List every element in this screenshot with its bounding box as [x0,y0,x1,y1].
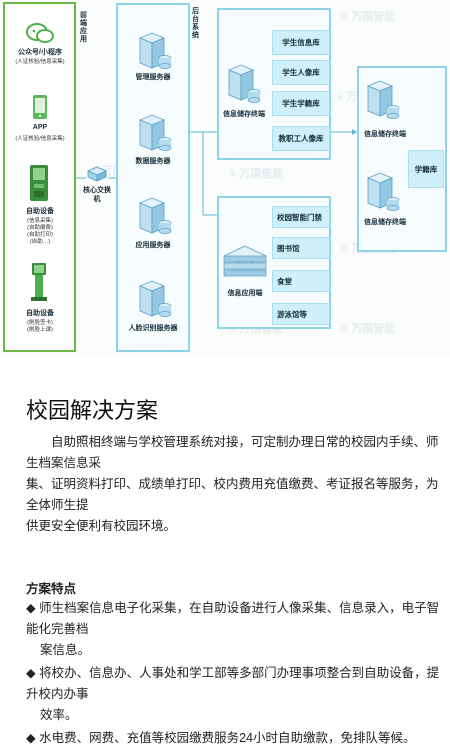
left-item-name: 自助设备 [26,208,54,215]
server-icon [138,197,172,234]
left-item-name: APP [32,124,48,131]
feature-line: 效率。 [40,708,78,722]
storage-server-icon [366,172,400,211]
server-label: 人脸识别服务器 [128,325,178,332]
left-item-sub: (刷脸签卡) [27,320,53,326]
left-item-sub: (信息采集) [27,218,53,224]
storage-server-icon [227,64,261,103]
storage-server-icon [366,80,400,119]
switch-icon [87,166,107,182]
wechat-icon [26,23,54,43]
left-item-sub: (自助打印) [27,232,53,238]
server-icon [138,32,172,69]
feature-line: ◆ 师生档案信息电子化采集，在自助设备进行人像采集、信息录入，电子智 [26,601,440,615]
features-header: 方案特点 [26,582,77,596]
paragraph-line: 集、证明资料打印、成绩单打印、校内费用充值缴费、考证报名等服务，为 [26,477,439,491]
phone-icon [33,95,47,119]
watermark: 万国智能 [340,320,395,336]
feature-line: 升校内办事 [26,687,89,701]
kiosk-icon [30,165,48,201]
server-label: 管理服务器 [135,74,171,81]
application-cell: 校园智能门禁 [272,206,330,228]
left-item-sub: (自助…) [29,239,51,245]
database-cell: 教职工人像库 [272,126,330,151]
right-storage-label: 信息储存终端 [364,219,406,226]
watermark: 万国智能 [340,8,395,24]
right-storage-label: 信息储存终端 [364,131,406,138]
application-cell: 图书馆 [272,237,330,259]
switch-label: 核心交换机 [83,187,111,203]
right-database-cell: 学籍库 [408,150,444,188]
feature-line: 能化完善档 [26,622,89,636]
paragraph-line: 全体师生提 [26,498,89,512]
backend-label: 后台系统 [192,8,199,39]
section-title: 校园解决方案 [26,398,159,423]
database-cell: 学生人像库 [272,60,330,85]
application-cell: 游泳馆等 [272,303,330,325]
architecture-diagram: 万国智能 万国智能 万国智能 万国智能 万国智能 万国智能 万国智能 万国智能 … [0,0,450,355]
left-item-sub: (刷脸上课) [27,327,53,333]
server-icon [138,114,172,151]
front-apps-label: 前端应用 [80,12,87,43]
watermark: 万国智能 [228,165,283,181]
feature-line: ◆ 将校办、信息办、人事处和学工部等多部门办理事项整合到自助设备，提 [26,666,440,680]
application-cell: 食堂 [272,270,330,292]
server-label: 应用服务器 [135,242,171,249]
feature-line: 案信息。 [40,643,91,657]
left-item-sub: (自助缴费) [27,225,53,231]
paragraph-line: 生档案信息采 [26,456,102,470]
kiosk-icon [31,263,47,301]
database-cell: 学生学籍库 [272,91,330,116]
left-item-name: 自助设备 [26,310,54,317]
network-device-icon [223,245,267,277]
left-item-sub: (人证核验/信息采集) [15,59,65,65]
paragraph-line: 供更安全便利有校园环境。 [26,519,177,533]
server-label: 数据服务器 [135,158,171,165]
storage-label: 信息储存终端 [223,111,265,118]
left-item-name: 公众号/小程序 [18,49,62,56]
server-icon [138,280,172,317]
left-item-sub: (人证核验/信息采集) [15,136,65,142]
feature-line: ◆ 水电费、网费、充值等校园缴费服务24小时自助缴款，免排队等候。 [26,731,416,745]
application-terminal-label: 信息应用端 [227,290,263,297]
paragraph-line: 自助照相终端与学校管理系统对接，可定制办理日常的校园内手续、师 [26,435,439,449]
database-cell: 学生信息库 [272,30,330,55]
